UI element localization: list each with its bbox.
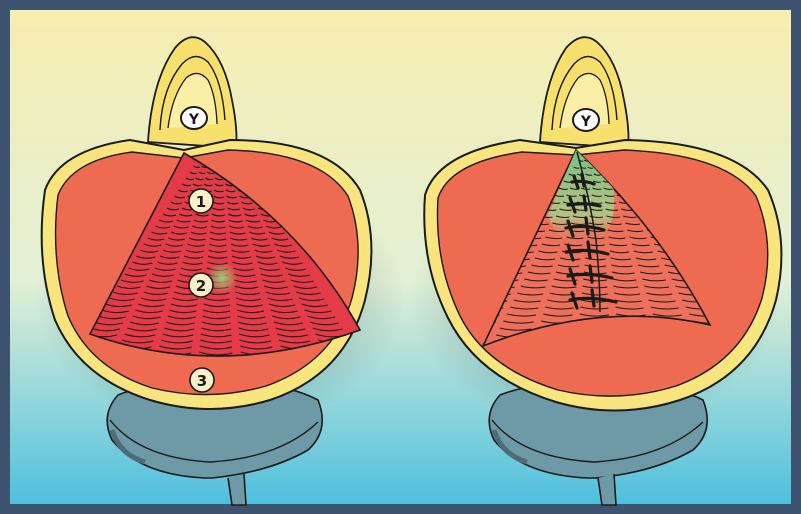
left-urethra-mark: Y — [188, 112, 200, 128]
right-urethra-mark: Y — [580, 114, 592, 130]
label-2: 2 — [189, 273, 213, 297]
label-1-text: 1 — [196, 193, 206, 211]
label-3: 3 — [190, 368, 214, 392]
label-1: 1 — [189, 189, 213, 213]
label-2-text: 2 — [196, 277, 206, 295]
label-3-text: 3 — [197, 372, 207, 390]
